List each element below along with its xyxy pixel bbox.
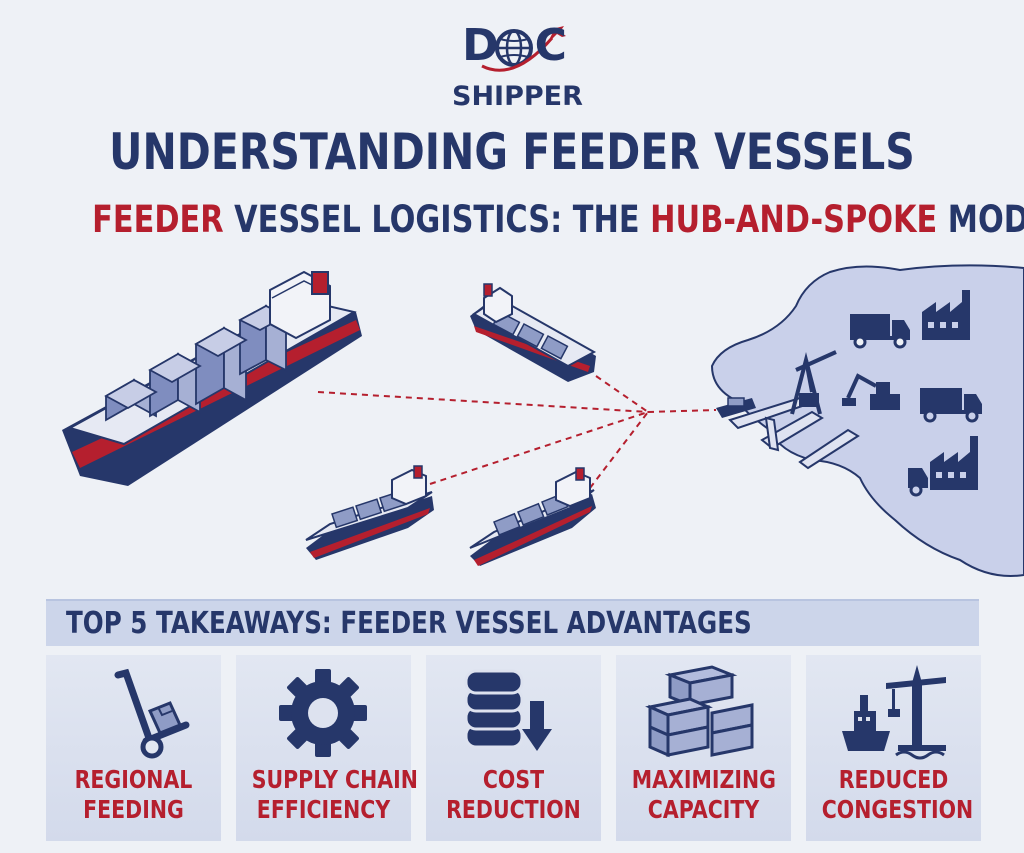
factory-icon [922, 290, 970, 340]
takeaways-heading: TOP 5 TAKEAWAYS: FEEDER VESSEL ADVANTAGE… [66, 606, 752, 641]
subtitle-text-end: MODEL [947, 198, 1024, 241]
factory-icon [930, 436, 978, 490]
mother-container-ship [62, 270, 362, 486]
feeder-ship [470, 283, 597, 382]
subtitle-highlight-hub: HUB-AND-SPOKE [650, 198, 938, 241]
takeaways-banner: TOP 5 TAKEAWAYS: FEEDER VESSEL ADVANTAGE… [46, 599, 979, 646]
gear-icon [279, 669, 367, 757]
gantry-crane-icon [790, 350, 837, 415]
shipping-routes [317, 375, 717, 489]
truck-icon [850, 314, 910, 349]
truck-icon [920, 388, 982, 423]
excavator-icon [842, 373, 900, 410]
feeder-ship [305, 465, 434, 560]
port-piers [728, 396, 860, 470]
coastline-land [710, 264, 1024, 577]
page-subtitle: FEEDER VESSEL LOGISTICS: THE HUB-AND-SPO… [92, 196, 1024, 244]
subtitle-highlight-feeder: FEEDER [92, 198, 224, 241]
docked-feeder-boat [716, 397, 756, 418]
arrow-down-icon [522, 701, 552, 751]
port-crane-icon [842, 665, 946, 760]
subtitle-text: VESSEL LOGISTICS: THE [223, 198, 651, 241]
hub-and-spoke-scene [62, 264, 1024, 577]
coin-stack-icon [464, 669, 552, 751]
globe-plane-icon [481, 26, 566, 72]
logo-shipper-text: SHIPPER [452, 81, 583, 112]
hand-truck-icon [114, 668, 190, 759]
container-stack-icon [645, 665, 754, 758]
truck-icon [908, 468, 928, 497]
feeder-ship [469, 467, 596, 566]
page-title: UNDERSTANDING FEEDER VESSELS [109, 123, 915, 181]
